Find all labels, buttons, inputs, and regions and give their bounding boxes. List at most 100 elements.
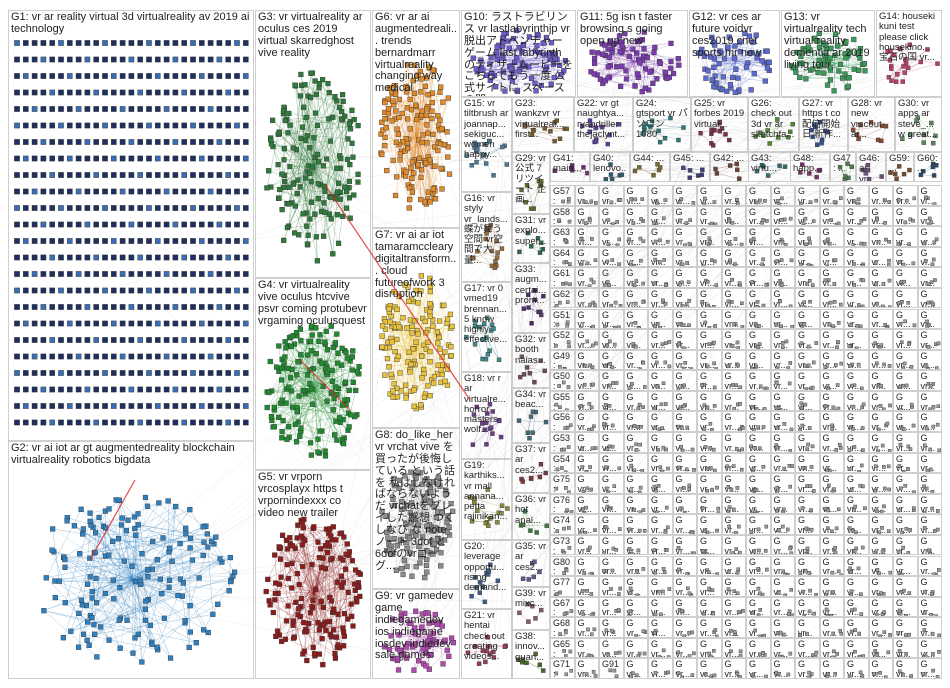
graph-node <box>181 155 188 162</box>
graph-node <box>225 73 232 79</box>
graph-node <box>67 188 73 195</box>
graph-node <box>207 188 214 195</box>
graph-node <box>154 205 161 211</box>
graph-node <box>93 106 99 112</box>
graph-node <box>190 205 196 211</box>
graph-node <box>49 89 55 96</box>
graph-node <box>198 40 205 46</box>
graph-node <box>207 89 214 96</box>
graph-node <box>40 155 47 162</box>
graph-node <box>207 122 214 129</box>
graph-node <box>128 188 135 195</box>
graph-node <box>31 40 38 46</box>
graph-node <box>181 172 188 178</box>
graph-node <box>137 155 144 162</box>
graph-node <box>172 205 179 211</box>
graph-node <box>49 122 55 129</box>
graph-node <box>234 139 240 145</box>
graph-node <box>198 155 205 162</box>
graph-node <box>128 89 135 96</box>
graph-node <box>137 221 144 228</box>
graph-node <box>234 40 240 46</box>
graph-node <box>154 172 161 178</box>
graph-node <box>40 89 47 96</box>
graph-node <box>49 221 55 228</box>
graph-node <box>216 56 223 63</box>
graph-node <box>128 56 135 63</box>
graph-node <box>119 205 126 211</box>
graph-node <box>93 139 99 145</box>
graph-node <box>31 221 38 228</box>
graph-node <box>163 139 170 145</box>
graph-node <box>93 205 99 211</box>
graph-node <box>190 73 196 79</box>
graph-node <box>58 106 64 112</box>
graph-node <box>67 106 73 112</box>
graph-node <box>128 205 135 211</box>
graph-node <box>137 122 144 129</box>
cluster-graph <box>14 40 249 426</box>
graph-node <box>198 73 205 79</box>
graph-node <box>75 56 82 63</box>
graph-node <box>190 56 196 63</box>
graph-node <box>14 172 20 178</box>
graph-node <box>242 139 249 145</box>
graph-node <box>137 172 144 178</box>
graph-node <box>181 106 188 112</box>
graph-node <box>137 106 144 112</box>
graph-node <box>67 172 73 178</box>
graph-node <box>102 106 108 112</box>
graph-node <box>216 89 223 96</box>
graph-node <box>40 205 47 211</box>
graph-node <box>242 172 249 178</box>
graph-node <box>58 221 64 228</box>
graph-node <box>216 172 223 178</box>
graph-node <box>216 139 223 145</box>
graph-node <box>67 139 73 145</box>
graph-node <box>67 122 73 129</box>
graph-node <box>234 155 240 162</box>
graph-node <box>102 205 108 211</box>
graph-node <box>93 221 99 228</box>
graph-node <box>225 122 232 129</box>
graph-node <box>84 188 91 195</box>
graph-node <box>146 89 152 96</box>
graph-node <box>49 172 55 178</box>
graph-node <box>137 139 144 145</box>
graph-node <box>22 188 29 195</box>
graph-node <box>102 122 108 129</box>
graph-node <box>14 221 20 228</box>
graph-node <box>22 172 29 178</box>
graph-node <box>119 122 126 129</box>
graph-node <box>172 89 179 96</box>
graph-node <box>216 188 223 195</box>
graph-node <box>75 139 82 145</box>
graph-node <box>146 122 152 129</box>
graph-node <box>22 73 29 79</box>
graph-node <box>225 205 232 211</box>
graph-node <box>190 155 196 162</box>
graph-node <box>119 40 126 46</box>
graph-node <box>146 188 152 195</box>
graph-node <box>242 205 249 211</box>
graph-node <box>22 155 29 162</box>
graph-node <box>31 155 38 162</box>
graph-node <box>93 188 99 195</box>
graph-node <box>146 221 152 228</box>
graph-node <box>242 188 249 195</box>
graph-node <box>225 188 232 195</box>
graph-node <box>216 106 223 112</box>
graph-node <box>40 73 47 79</box>
graph-node <box>58 73 64 79</box>
graph-node <box>146 172 152 178</box>
graph-node <box>154 56 161 63</box>
graph-node <box>198 205 205 211</box>
graph-node <box>146 155 152 162</box>
graph-node <box>31 205 38 211</box>
graph-node <box>31 188 38 195</box>
graph-node <box>14 155 20 162</box>
graph-node <box>198 56 205 63</box>
graph-node <box>93 56 99 63</box>
graph-node <box>84 205 91 211</box>
graph-node <box>207 155 214 162</box>
